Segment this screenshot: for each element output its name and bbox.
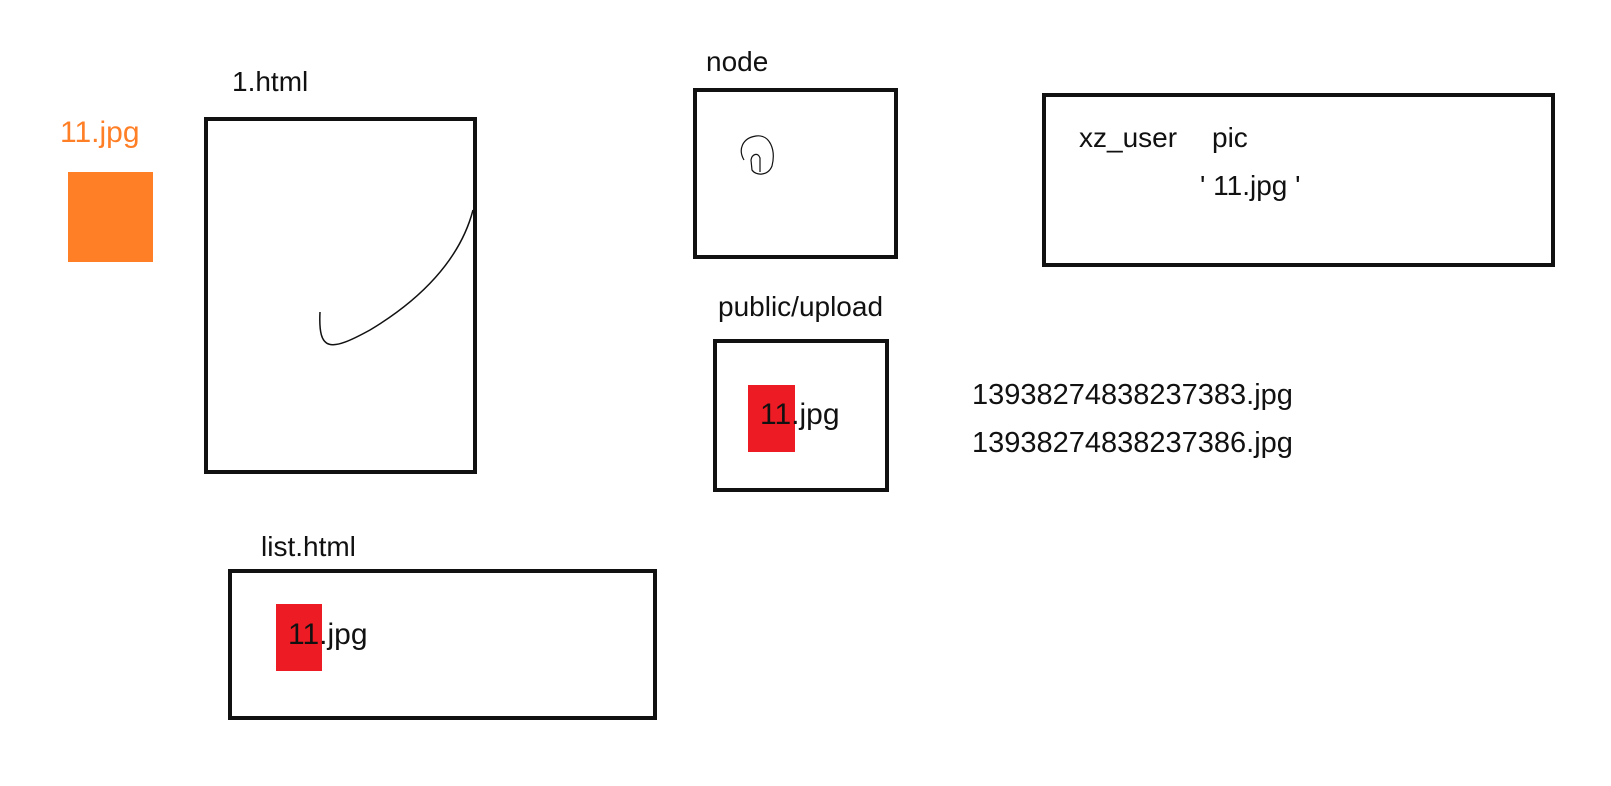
list-file-swatch	[276, 604, 322, 671]
page-1-label: 1.html	[232, 66, 309, 97]
db-table-name: xz_user	[1079, 122, 1178, 153]
page-1-box	[204, 117, 477, 474]
generated-name-1: 13938274838237383.jpg	[972, 379, 1293, 411]
node-box	[693, 88, 898, 259]
list-file-name: 11.jpg	[288, 618, 368, 651]
generated-name-2: 13938274838237386.jpg	[972, 427, 1293, 459]
source-image-swatch	[68, 172, 153, 262]
node-label: node	[706, 46, 769, 77]
upload-file-swatch	[748, 385, 795, 452]
db-column-name: pic	[1212, 122, 1248, 153]
database-table-box	[1042, 93, 1555, 267]
list-page-label: list.html	[261, 531, 356, 562]
upload-file-name: 11.jpg	[760, 398, 840, 431]
upload-folder-box	[713, 339, 889, 492]
db-column-value: ' 11.jpg '	[1200, 170, 1301, 201]
upload-folder-label: public/upload	[718, 291, 884, 322]
source-image-label: 11.jpg	[60, 116, 140, 149]
